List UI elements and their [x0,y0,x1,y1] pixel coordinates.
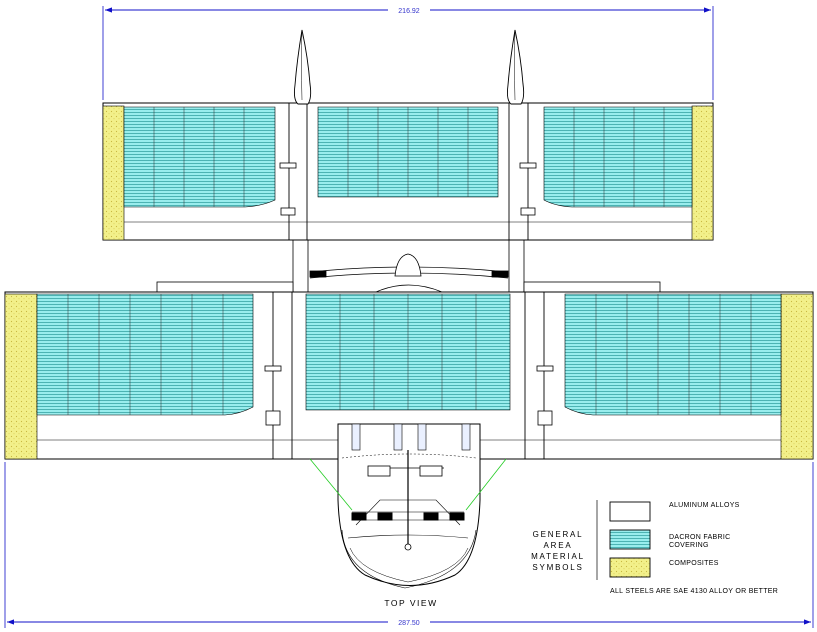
legend-label-aluminum: ALUMINUM ALLOYS [669,502,740,509]
upper-span-dimension: 216.92 [102,6,714,100]
upper-wing [102,102,714,241]
legend-swatch-composite [609,557,651,578]
bracing-cables [309,458,507,511]
view-label: TOP VIEW [384,598,437,608]
lower-span-dimension: 287.50 [4,462,814,628]
legend-steel-note: ALL STEELS ARE SAE 4130 ALLOY OR BETTER [610,588,778,595]
legend-swatch-aluminum [609,501,651,522]
upper-right-composite-tip [691,105,714,241]
tail-fins [293,29,525,105]
legend-heading-line-2: AREA [544,541,573,550]
legend-heading-line-4: SYMBOLS [532,563,583,572]
legend-heading-line-3: MATERIAL [531,552,585,561]
lower-right-fabric-panel [564,293,782,416]
center-section [156,240,661,293]
upper-left-fabric-panel [123,106,276,208]
upper-left-composite-tip [102,105,125,241]
lower-left-composite-tip [4,293,38,460]
upper-right-fabric-panel [543,106,693,208]
lower-right-composite-tip [780,293,814,460]
legend-label-fabric-line-1: DACRON FABRIC [669,534,730,541]
material-legend: GENERAL AREA MATERIAL SYMBOLS ALUMINUM A… [531,500,778,595]
legend-label-composite: COMPOSITES [669,560,719,567]
legend-label-fabric-line-2: COVERING [669,542,709,549]
legend-swatch-fabric [609,529,651,550]
lower-left-fabric-panel [36,293,254,416]
fuselage-pod [337,423,481,589]
legend-heading-line-1: GENERAL [533,530,584,539]
upper-span-value: 216.92 [398,8,420,15]
lower-span-value: 287.50 [398,620,420,627]
